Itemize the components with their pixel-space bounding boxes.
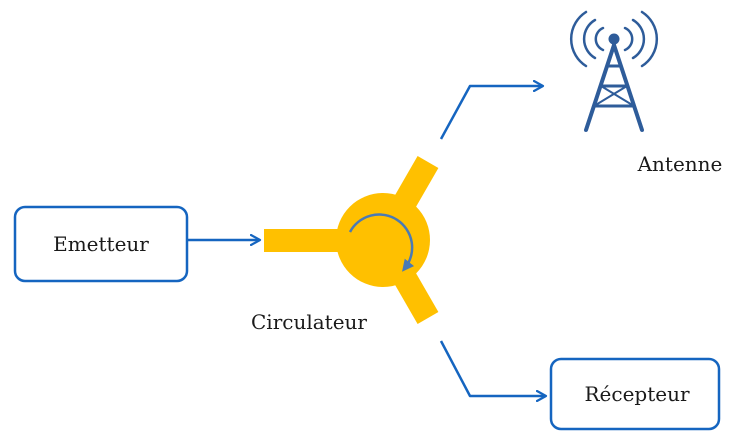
arrow-circulateur-to-antenne (439, 86, 543, 140)
recepteur-label: Récepteur (584, 382, 689, 406)
circulateur-port-left (264, 229, 344, 252)
rotation-arrow-icon (348, 213, 415, 272)
circulateur-core (336, 193, 430, 287)
recepteur-node: Récepteur (549, 357, 721, 431)
arrow-circulateur-to-recepteur (439, 340, 546, 396)
antenne-label: Antenne (637, 152, 723, 176)
emetteur-box (13, 205, 189, 283)
antenne-node: Antenne (569, 10, 723, 176)
circulateur-label: Circulateur (251, 310, 367, 334)
circulateur-node: Circulateur (251, 156, 439, 334)
emetteur-node: Emetteur (13, 205, 189, 283)
recepteur-box (549, 357, 721, 431)
emetteur-label: Emetteur (53, 232, 149, 256)
antenna-tip (608, 33, 620, 45)
antenna-tower-icon (569, 10, 659, 132)
